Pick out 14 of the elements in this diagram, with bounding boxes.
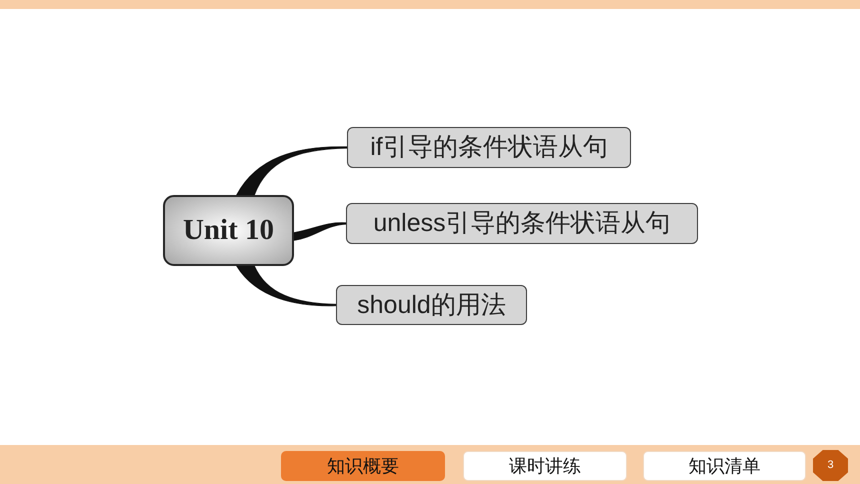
nav-button: 课时讲练 (463, 451, 627, 481)
branch-connector (236, 266, 336, 306)
branch-connector (236, 146, 348, 196)
topic-label: unless引导的条件状语从句 (373, 211, 671, 236)
branch-connector (294, 222, 346, 241)
topic-box (346, 203, 698, 244)
topic-label: if引导的条件状语从句 (370, 135, 608, 160)
topic-box (347, 127, 631, 168)
nav-button: 知识清单 (643, 451, 806, 481)
topic-label: should的用法 (357, 292, 506, 318)
topic-box (336, 285, 527, 325)
central-topic-box (163, 195, 294, 266)
central-topic-title: Unit 10 (182, 212, 274, 248)
nav-button: 知识概要 (281, 451, 445, 481)
